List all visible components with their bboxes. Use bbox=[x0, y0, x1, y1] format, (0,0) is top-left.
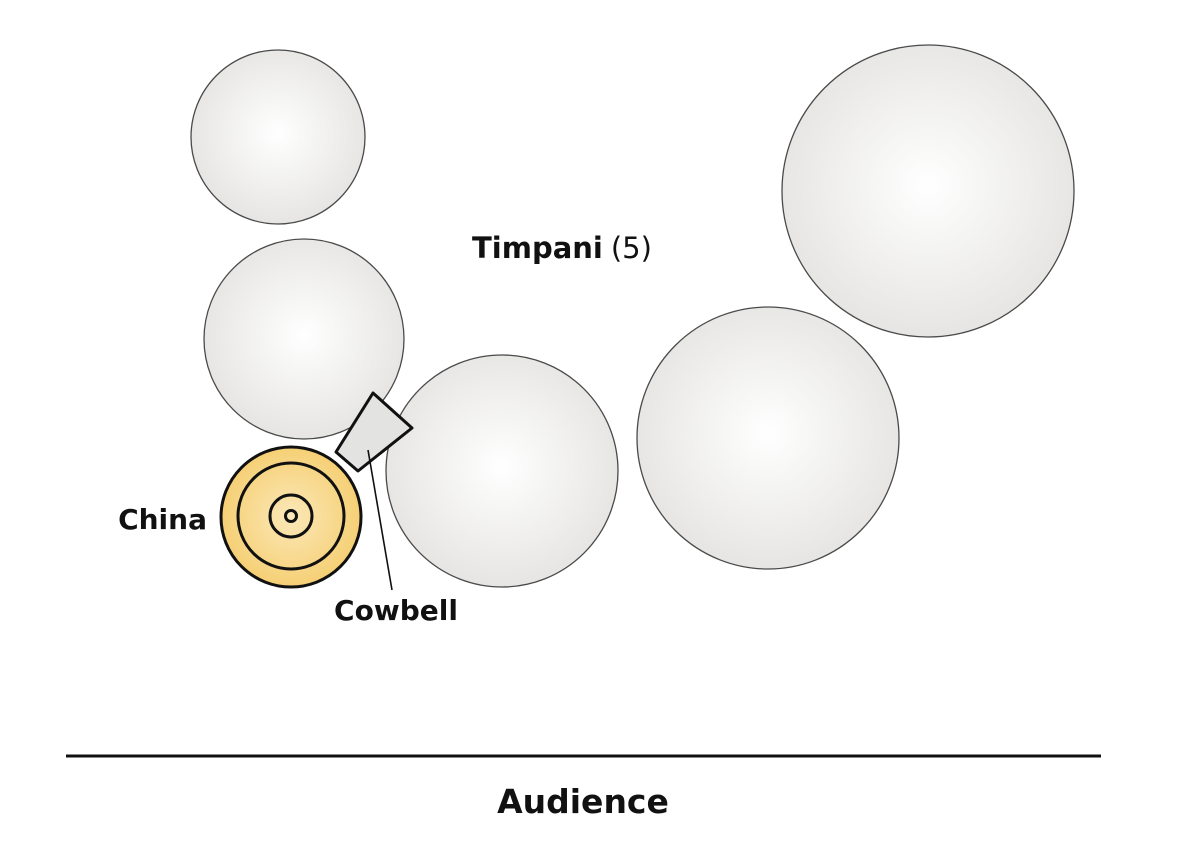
timpani-label-count: (5) bbox=[611, 231, 652, 265]
china-cymbal-bell bbox=[284, 509, 298, 523]
cowbell-shape bbox=[334, 391, 414, 473]
timpani-drum-4 bbox=[636, 306, 900, 570]
china-cymbal-ring-2 bbox=[268, 493, 314, 539]
timpani-drum-5 bbox=[781, 44, 1075, 338]
cowbell-leader-line bbox=[367, 449, 393, 591]
audience-label: Audience bbox=[497, 782, 669, 821]
china-cymbal bbox=[219, 445, 363, 589]
timpani-label-name: Timpani bbox=[472, 231, 603, 265]
timpani-drum-2 bbox=[203, 238, 405, 440]
timpani-label: Timpani(5) bbox=[472, 231, 652, 265]
cowbell-label: Cowbell bbox=[334, 594, 458, 627]
timpani-drum-3 bbox=[385, 354, 619, 588]
timpani-group bbox=[190, 44, 1075, 588]
china-cymbal-ring-1 bbox=[236, 461, 346, 571]
china-label: China bbox=[118, 503, 207, 536]
timpani-drum-1 bbox=[190, 49, 366, 225]
